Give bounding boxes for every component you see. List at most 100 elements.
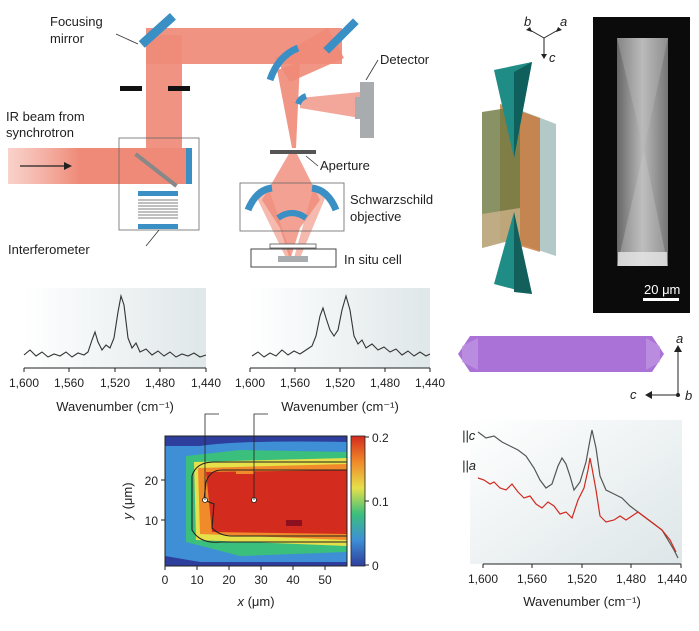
tick-label: 20 <box>222 573 236 587</box>
beam-detector <box>300 92 360 118</box>
axis-label-a: a <box>676 331 683 346</box>
tick-label: 20 <box>145 474 159 488</box>
tick-label: 1,440 <box>657 572 687 586</box>
label-objective-1: Schwarzschild <box>350 192 433 207</box>
tick-label: 10 <box>190 573 204 587</box>
label-focusing-mirror-2: mirror <box>50 31 85 46</box>
cell-box <box>250 248 337 268</box>
tick-label: 40 <box>286 573 300 587</box>
spectrum-left-trace <box>23 293 207 358</box>
fixed-mirror <box>186 148 192 184</box>
tick-label: 1,480 <box>616 572 646 586</box>
objective-box <box>239 182 345 232</box>
objective-convex-mirror <box>276 210 308 221</box>
crystal-schematic: b a c <box>482 14 567 294</box>
flat-mirror-top <box>323 18 359 54</box>
legend-a: ||a <box>462 458 476 473</box>
legend-c: ||c <box>462 428 476 443</box>
heatmap-frame <box>164 435 348 567</box>
x-axis-label: x (μm) <box>236 594 274 609</box>
beamsplitter <box>134 152 178 188</box>
label-detector: Detector <box>380 52 430 67</box>
colorbar-tick: 0.1 <box>372 495 389 509</box>
scalebar <box>643 298 679 301</box>
tick-label: 1,440 <box>191 376 221 390</box>
label-interferometer: Interferometer <box>8 242 90 257</box>
tick-label: 1,560 <box>280 376 310 390</box>
interferometer-leader <box>145 229 160 247</box>
colorbar-tick: 0 <box>372 559 379 573</box>
tick-label: 1,520 <box>567 572 597 586</box>
label-cell: In situ cell <box>344 252 402 267</box>
axis-label-c: c <box>549 50 556 65</box>
label-aperture: Aperture <box>320 158 370 173</box>
axis-label-b: b <box>524 14 531 29</box>
crystal-body <box>617 38 668 266</box>
axis-label-c: c <box>630 387 637 402</box>
aperture-leader <box>305 155 319 167</box>
tick-label: 1,560 <box>54 376 84 390</box>
crystal-photo: a c b <box>458 331 692 403</box>
focusing-mirror <box>138 12 176 48</box>
detector <box>360 82 374 138</box>
tick-label: 30 <box>254 573 268 587</box>
tick-label: 10 <box>145 514 159 528</box>
detector-base <box>355 97 361 119</box>
tick-label: 50 <box>318 573 332 587</box>
detector-leader <box>365 59 379 81</box>
mirror-stack <box>138 199 178 219</box>
axis-label-b: b <box>685 388 692 403</box>
leader-right <box>253 413 268 500</box>
axis-b <box>529 29 545 39</box>
scalebar-label: 20 μm <box>644 282 680 297</box>
pyramid-top-dark <box>514 62 532 158</box>
tick-label: 1,600 <box>468 572 498 586</box>
colorbar-tick: 0.2 <box>372 431 389 445</box>
beam-objective-side <box>256 186 292 258</box>
axis-a <box>543 29 559 39</box>
small-mirror <box>295 93 308 106</box>
polarized-spectra: 1,600 1,560 1,520 1,480 1,440 Wavenumber… <box>462 420 687 609</box>
beam-arrow-head <box>64 162 72 170</box>
beam-converge <box>277 62 300 148</box>
spectrum-left: 1,600 1,560 1,520 1,480 1,440 Wavenumber… <box>9 288 221 414</box>
label-focusing-mirror-1: Focusing <box>50 14 103 29</box>
beam-objective-side2 <box>294 186 326 258</box>
objective-mirror-left <box>244 184 273 212</box>
beam-objective <box>262 152 320 260</box>
spectrum-middle-trace <box>251 293 431 358</box>
tick-label: 1,560 <box>517 572 547 586</box>
objective-mirror-right <box>311 184 340 212</box>
trace-a <box>477 457 677 553</box>
aperture <box>270 150 316 154</box>
label-ir-beam-2: synchrotron <box>6 125 74 140</box>
tick-label: 1,480 <box>370 376 400 390</box>
cell-sample <box>278 256 308 262</box>
tick-label: 1,600 <box>9 376 39 390</box>
colorbar <box>350 435 366 567</box>
y-axis-label: y (μm) <box>120 482 135 520</box>
tick-label: 1,520 <box>325 376 355 390</box>
cell-window <box>269 243 317 249</box>
spectrum-middle: 1,600 1,560 1,520 1,480 1,440 Wavenumber… <box>235 288 445 414</box>
focusing-mirror-leader <box>115 33 139 45</box>
leader-left <box>204 413 219 500</box>
label-objective-2: objective <box>350 209 401 224</box>
beam-block-left <box>120 86 142 91</box>
tick-label: 1,440 <box>415 376 445 390</box>
curved-mirror <box>266 44 300 82</box>
tick-label: 1,520 <box>100 376 130 390</box>
crystal-micrograph: 20 μm <box>593 17 690 313</box>
label-ir-beam-1: IR beam from <box>6 109 85 124</box>
contour-line <box>203 469 347 537</box>
contour-line <box>191 461 347 543</box>
spectrum-middle-bg <box>250 288 430 368</box>
x-axis-label: Wavenumber (cm⁻¹) <box>281 399 399 414</box>
tick-label: 1,600 <box>235 376 265 390</box>
x-axis-label: Wavenumber (cm⁻¹) <box>523 594 641 609</box>
pyramid-bottom-dark <box>514 212 532 294</box>
